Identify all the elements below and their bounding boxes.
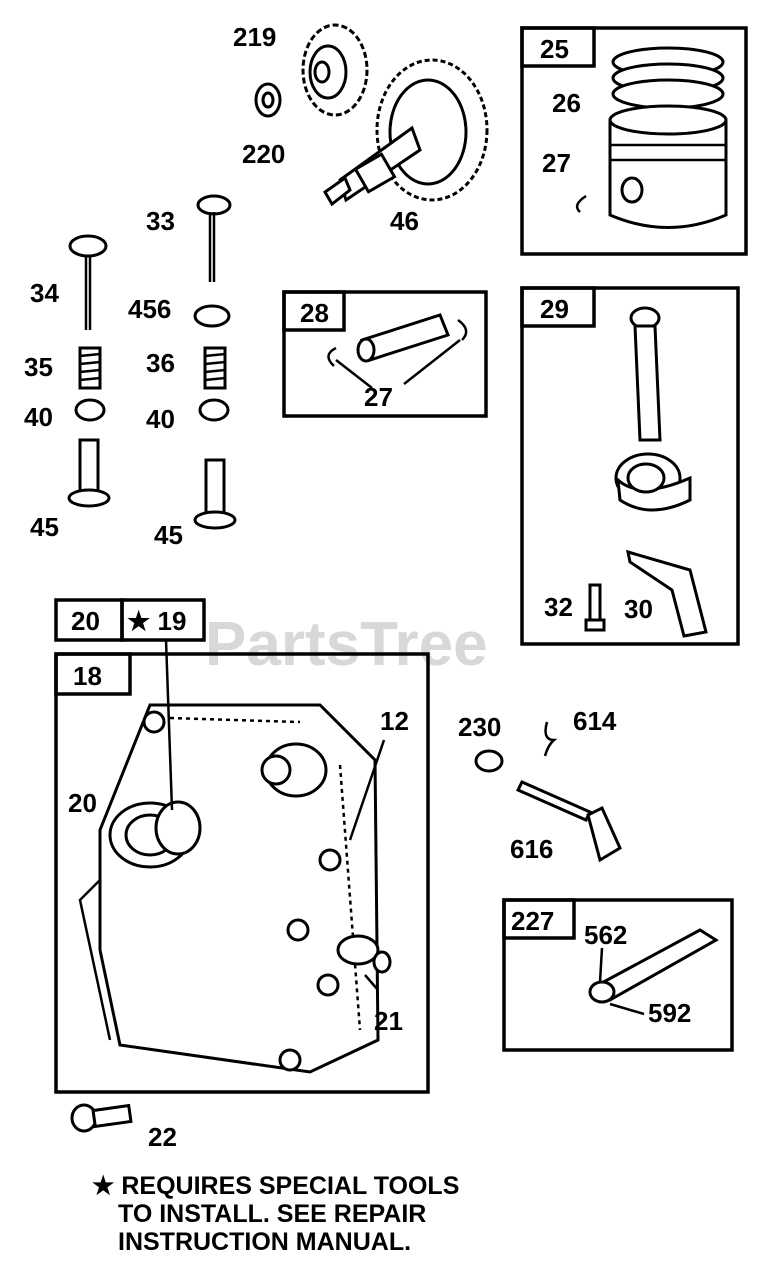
- box-label-227: 227: [511, 906, 554, 936]
- governor-lever: [588, 928, 719, 1004]
- label-34: 34: [30, 278, 59, 308]
- piston: [608, 104, 728, 229]
- label-33: 33: [146, 206, 175, 236]
- clip-27-piston: [575, 194, 587, 213]
- label-40-right: 40: [146, 404, 175, 434]
- watermark: PartsTree: [205, 610, 488, 679]
- box-18: [54, 652, 430, 1094]
- label-562: 562: [584, 920, 627, 950]
- crankcase-cover: [78, 703, 380, 1074]
- seal-456: [193, 304, 231, 328]
- oil-seal-19: [154, 800, 202, 856]
- label-219: 219: [233, 22, 276, 52]
- label-27-piston: 27: [542, 148, 571, 178]
- label-27-pin: 27: [364, 382, 393, 412]
- retainer-40-left: [74, 398, 106, 422]
- label-230: 230: [458, 712, 501, 742]
- note-line-1: ★ REQUIRES SPECIAL TOOLS: [92, 1172, 460, 1200]
- note-line-3: INSTRUCTION MANUAL.: [118, 1228, 412, 1256]
- box-label-20: 20: [71, 606, 100, 636]
- box-19: [120, 598, 206, 642]
- box-label-19: ★ 19: [127, 606, 186, 636]
- label-35: 35: [24, 352, 53, 382]
- camshaft-46: [323, 58, 489, 207]
- cam-gear-219: [301, 23, 369, 117]
- label-30: 30: [624, 594, 653, 624]
- box-25: [520, 26, 748, 256]
- note-line-2: TO INSTALL. SEE REPAIR: [118, 1200, 427, 1228]
- governor-shaft-616: [515, 780, 622, 863]
- label-45-right: 45: [154, 520, 183, 550]
- valve-34: [68, 234, 108, 330]
- label-456: 456: [128, 294, 171, 324]
- valve-33: [196, 194, 232, 282]
- guide-45-right: [193, 458, 237, 530]
- washer-230: [474, 749, 504, 773]
- label-36: 36: [146, 348, 175, 378]
- label-26: 26: [552, 88, 581, 118]
- label-12: 12: [380, 706, 409, 736]
- label-32: 32: [544, 592, 573, 622]
- box-label-28: 28: [300, 298, 329, 328]
- label-21: 21: [374, 1006, 403, 1036]
- spring-35: [78, 346, 102, 390]
- box-29: [520, 286, 740, 646]
- label-614: 614: [573, 706, 617, 736]
- connecting-rod: [614, 306, 692, 512]
- retainer-40-right: [198, 398, 230, 422]
- label-220: 220: [242, 139, 285, 169]
- special-tools-note: ★ REQUIRES SPECIAL TOOLS TO INSTALL. SEE…: [92, 1172, 532, 1256]
- label-45-left: 45: [30, 512, 59, 542]
- oil-dipper-30: [626, 549, 708, 638]
- label-40-left: 40: [24, 402, 53, 432]
- piston-pin: [356, 313, 450, 363]
- box-28: [282, 290, 488, 418]
- box-label-25: 25: [540, 34, 569, 64]
- bolt-22: [70, 1103, 133, 1133]
- box-label-18: 18: [73, 661, 102, 691]
- clip-614: [543, 721, 558, 757]
- guide-45-left: [67, 438, 111, 508]
- label-46: 46: [390, 206, 419, 236]
- label-592: 592: [648, 998, 691, 1028]
- bolt-32: [584, 583, 606, 632]
- label-616: 616: [510, 834, 553, 864]
- box-227: [502, 898, 734, 1052]
- label-22: 22: [148, 1122, 177, 1152]
- label-20: 20: [68, 788, 97, 818]
- spring-36: [203, 346, 227, 390]
- box-label-29: 29: [540, 294, 569, 324]
- oil-fill-21: [336, 934, 392, 974]
- piston-rings-26: [611, 46, 725, 110]
